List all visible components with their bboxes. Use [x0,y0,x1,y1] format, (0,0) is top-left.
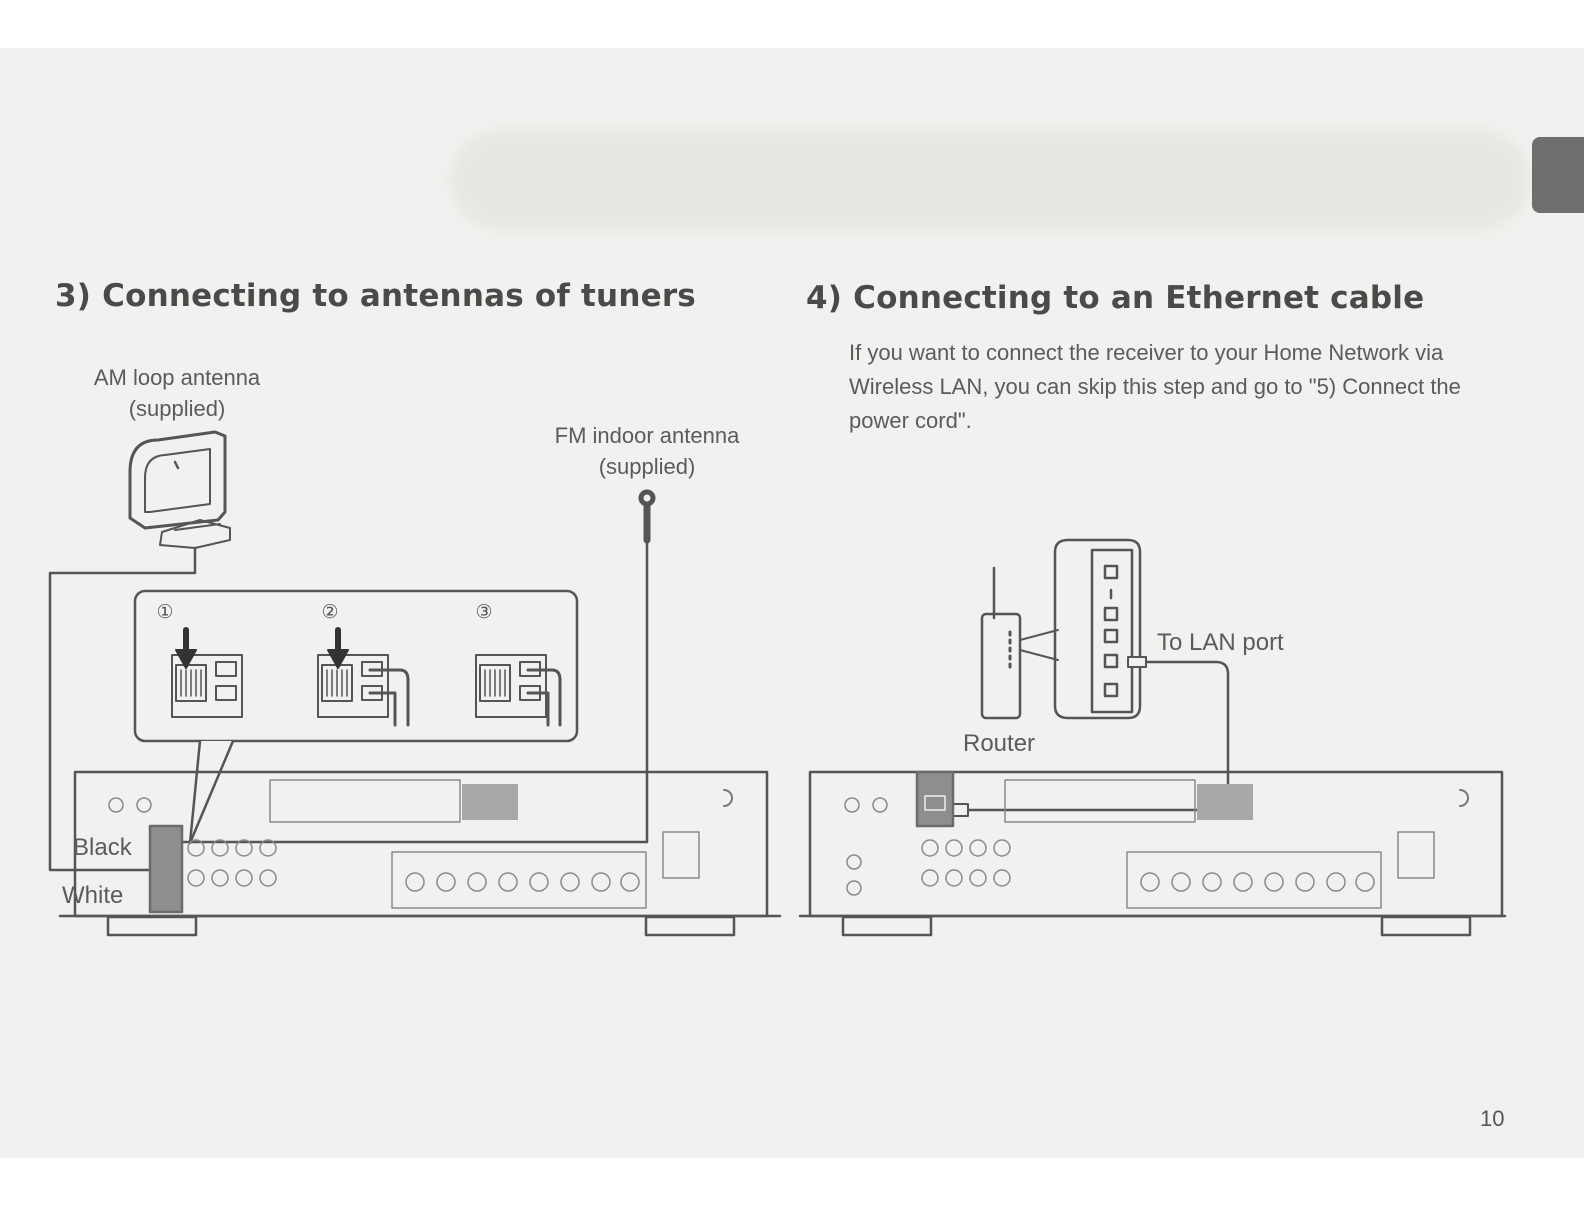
black-wire-label: Black [73,832,132,863]
router-icon [982,568,1058,718]
fm-antenna-label: FM indoor antenna (supplied) [532,420,762,482]
terminal-step3-icon [476,655,560,725]
receiver-left-back-panel [60,772,780,935]
page-number: 10 [1480,1106,1504,1132]
am-loop-antenna-icon [130,432,230,548]
step-2-marker: ② [318,601,342,625]
white-wire-label: White [62,880,123,911]
terminal-step1-icon [172,630,242,717]
fm-indoor-antenna-icon [641,492,653,540]
ethernet-heading: 4) Connecting to an Ethernet cable [806,280,1424,316]
am-antenna-wire [50,548,195,870]
antennas-heading: 3) Connecting to antennas of tuners [55,278,696,314]
am-antenna-label: AM loop antenna (supplied) [70,362,284,424]
step-1-marker: ① [153,601,177,625]
lan-port-label: To LAN port [1157,627,1284,658]
ethernet-instructions: If you want to connect the receiver to y… [849,336,1499,438]
terminal-step2-icon [318,630,408,725]
receiver-right-back-panel [800,772,1505,935]
router-label: Router [963,728,1035,759]
step-3-marker: ③ [472,601,496,625]
router-ports-zoom [1055,540,1140,718]
